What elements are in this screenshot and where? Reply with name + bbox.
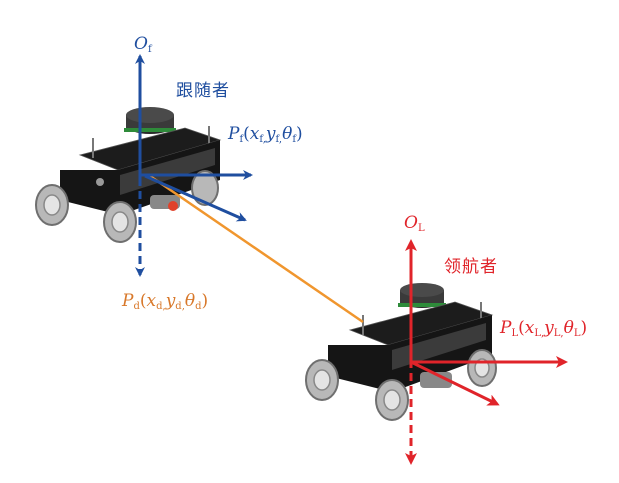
follower-pose-label: Pf(xf,yf,θf) xyxy=(228,124,303,145)
follower-side-panel xyxy=(120,148,215,195)
leader-wheel-front-left xyxy=(305,359,339,401)
leader-y-symbol: y xyxy=(544,318,554,338)
follower-theta-symbol: θ xyxy=(282,124,293,144)
leader-origin-subscript: L xyxy=(417,223,425,234)
follower-y-symbol: y xyxy=(265,124,276,144)
desired-y-symbol: y xyxy=(165,291,176,311)
follower-pose-symbol: P xyxy=(228,124,240,144)
desired-theta-subscript: d xyxy=(195,301,202,312)
desired-close-paren: ) xyxy=(201,291,209,311)
leader-lidar-ring xyxy=(398,303,446,307)
leader-motor xyxy=(420,372,452,388)
follower-origin-symbol: O xyxy=(134,34,148,54)
follower-frame xyxy=(135,54,253,277)
leader-pose-subscript: L xyxy=(511,328,519,339)
follower-antenna-left xyxy=(92,138,94,158)
follower-heading-arrow xyxy=(144,174,247,222)
leader-lidar-cap xyxy=(400,283,444,297)
desired-pose-label: Pd(xd,yd,θd) xyxy=(122,291,208,312)
desired-x-subscript: d, xyxy=(156,301,166,312)
leader-close-paren: ) xyxy=(580,318,588,338)
follower-antenna-right xyxy=(208,126,210,144)
leader-wheel-front-right xyxy=(375,379,409,421)
follower-joint-marker xyxy=(168,201,178,211)
leader-frame xyxy=(405,239,568,465)
leader-theta-symbol: θ xyxy=(563,318,574,338)
follower-bolt xyxy=(96,178,104,186)
leader-pose-label: PL(xL,yL,θL) xyxy=(500,318,587,339)
follower-wheel-front-left xyxy=(35,184,69,226)
leader-y-subscript: L, xyxy=(553,328,564,339)
follower-lidar-ring xyxy=(124,128,176,132)
follower-wheel-rear xyxy=(191,170,219,206)
follower-x-subscript: f, xyxy=(259,134,266,145)
desired-pose-symbol: P xyxy=(122,291,134,311)
leader-antenna-right xyxy=(480,302,482,320)
follower-x-symbol: x xyxy=(249,124,260,144)
leader-x-symbol: x xyxy=(524,318,535,338)
leader-wheel-rear xyxy=(467,349,497,387)
leader-origin-symbol: O xyxy=(404,213,418,233)
leader-side-panel xyxy=(392,323,486,370)
follower-origin-label: Of xyxy=(134,34,152,55)
leader-origin-label: OL xyxy=(404,213,425,234)
leader-theta-subscript: L xyxy=(573,328,581,339)
leader-x-subscript: L, xyxy=(534,328,545,339)
desired-pose-subscript: d xyxy=(133,301,140,312)
desired-y-subscript: d, xyxy=(175,301,185,312)
leader-heading-arrow xyxy=(410,360,500,406)
leader-antenna-left xyxy=(362,315,364,335)
follower-y-subscript: f, xyxy=(275,134,283,145)
follower-theta-subscript: f xyxy=(292,134,297,145)
desired-x-symbol: x xyxy=(146,291,157,311)
follower-robot xyxy=(35,107,222,243)
follower-open-paren: ( xyxy=(243,124,250,144)
desired-theta-symbol: θ xyxy=(184,291,196,311)
leader-name-label: 领航者 xyxy=(444,257,498,277)
leader-pose-symbol: P xyxy=(500,318,512,338)
follower-pose-subscript: f xyxy=(239,134,244,145)
follower-close-paren: ) xyxy=(296,124,303,144)
follower-lidar-cap xyxy=(126,107,174,123)
desired-open-paren: ( xyxy=(139,291,147,311)
leader-open-paren: ( xyxy=(518,318,525,338)
follower-wheel-front-right xyxy=(103,201,137,243)
formation-link-line xyxy=(149,174,364,324)
follower-origin-subscript: f xyxy=(147,44,152,55)
follower-name-label: 跟随者 xyxy=(176,81,230,101)
